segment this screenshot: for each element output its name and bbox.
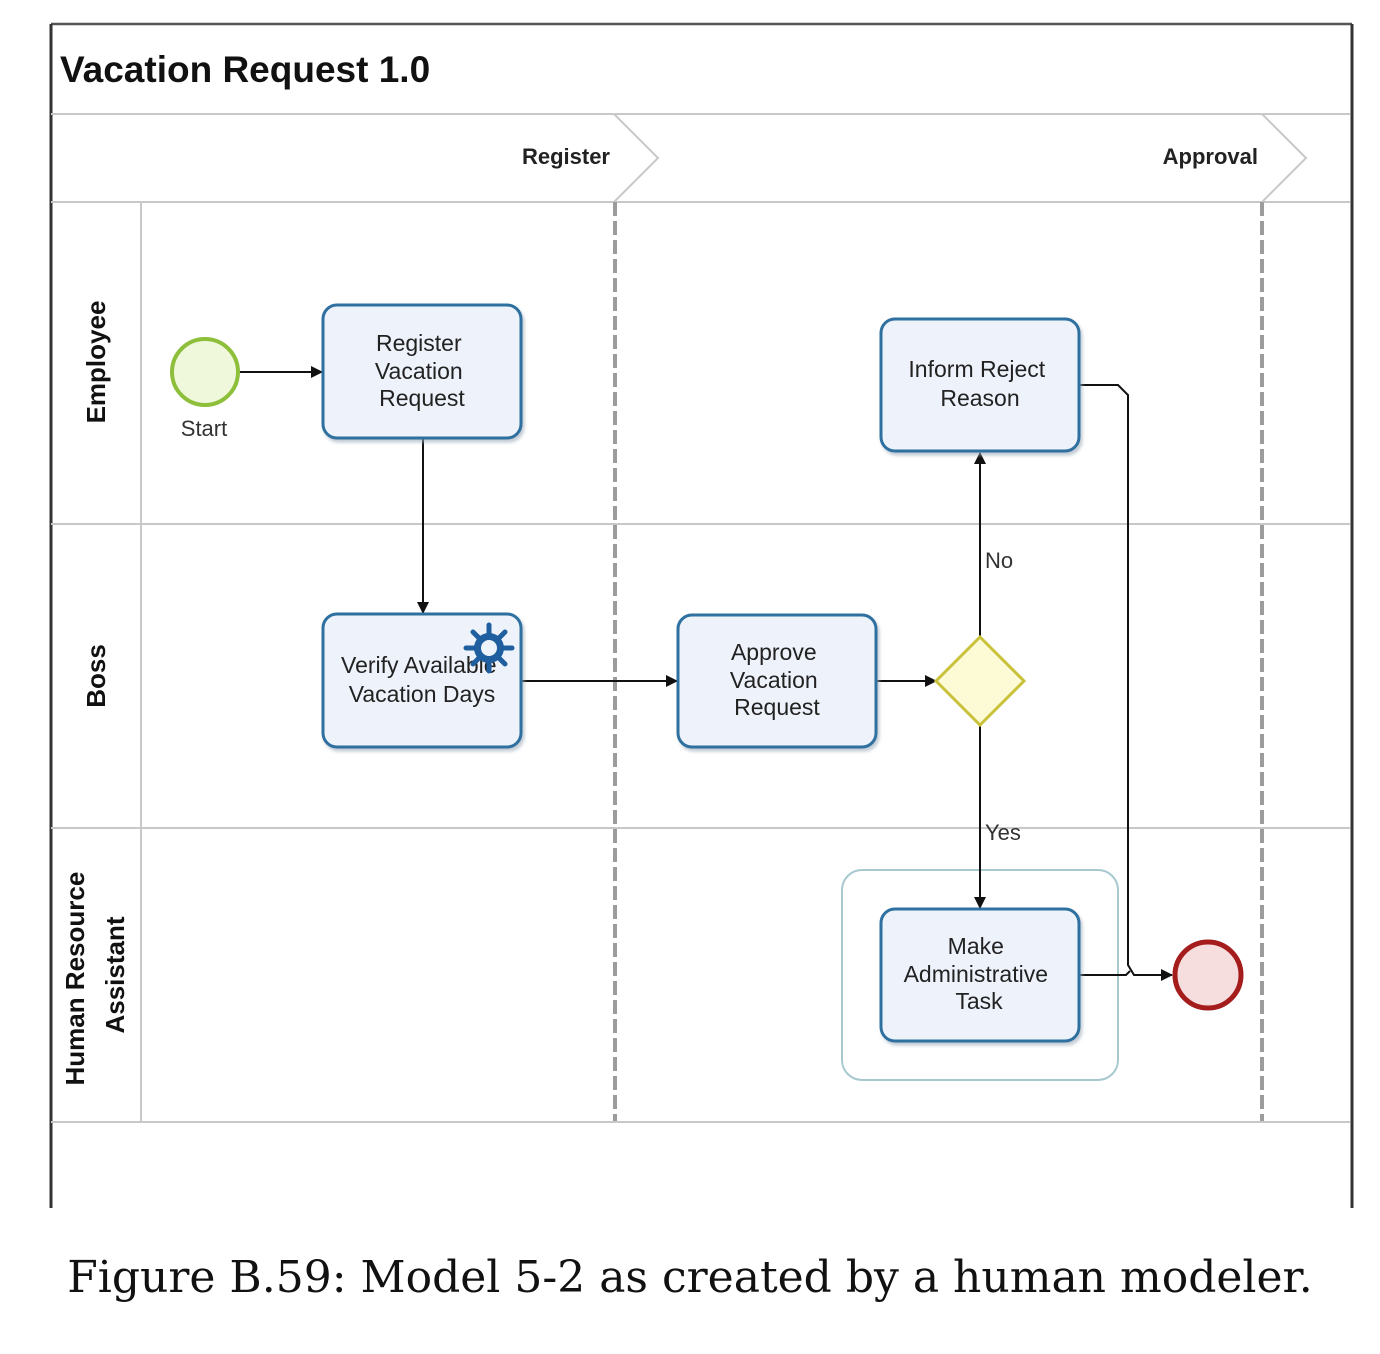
flow-admin-join: [1079, 970, 1131, 976]
gear-icon: [463, 622, 515, 674]
task-register-vacation-request[interactable]: Register Vacation Request: [321, 303, 523, 440]
lane-label-hr: Human Resource Assistant: [60, 864, 130, 1085]
flow-label-no: No: [985, 548, 1013, 573]
task-label: Approve Vacation Request: [730, 639, 824, 720]
bpmn-diagram: Vacation Request 1.0 Register Approval E…: [49, 22, 1354, 1208]
milestone-label-register: Register: [522, 144, 610, 169]
task-label: Inform Reject Reason: [908, 356, 1051, 411]
task-label: Make Administrative Task: [904, 933, 1055, 1014]
task-inform-reject-reason[interactable]: Inform Reject Reason: [879, 317, 1081, 453]
lane-label-boss: Boss: [81, 644, 111, 708]
milestone-chevron-register: [613, 113, 660, 203]
task-label: Verify Available Vacation Days: [341, 652, 503, 707]
pool: Vacation Request 1.0: [49, 22, 1354, 1208]
end-event[interactable]: [1172, 939, 1244, 1011]
milestone-label-approval: Approval: [1163, 144, 1258, 169]
lane-label-employee: Employee: [81, 301, 111, 424]
task-approve-vacation-request[interactable]: Approve Vacation Request: [676, 613, 878, 749]
figure-caption: Figure B.59: Model 5-2 as created by a h…: [67, 1252, 1313, 1303]
lanes: Employee Boss Human Resource Assistant: [51, 202, 1350, 1123]
task-make-administrative-task[interactable]: Make Administrative Task: [879, 907, 1081, 1043]
milestone-header: Register Approval: [51, 113, 1350, 1122]
flow-inform-to-end: [1080, 384, 1173, 981]
start-event-label: Start: [181, 416, 227, 441]
milestone-chevron-approval: [1261, 113, 1308, 203]
pool-title: Vacation Request 1.0: [60, 49, 430, 90]
task-verify-available-vacation-days[interactable]: Verify Available Vacation Days: [321, 612, 523, 749]
exclusive-gateway[interactable]: [933, 634, 1027, 728]
start-event[interactable]: Start: [170, 337, 240, 441]
sequence-flows: No Yes: [238, 366, 1173, 981]
task-label: Register Vacation Request: [375, 330, 469, 411]
flow-label-yes: Yes: [985, 820, 1021, 845]
